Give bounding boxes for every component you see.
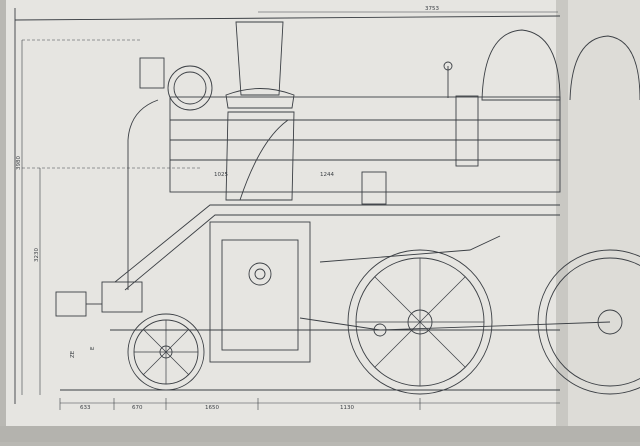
cylinder-block	[209, 221, 311, 363]
exhaust-curve	[239, 119, 289, 201]
pony-wheel-spokes	[134, 320, 198, 384]
headlamp	[139, 57, 165, 89]
dim-label-height-left: 3230	[34, 248, 40, 262]
air-pump	[455, 95, 479, 167]
driving-wheel-2-outer	[537, 249, 640, 395]
dim-label-small-b: E	[90, 346, 96, 350]
running-board	[114, 204, 560, 283]
driving-wheel-1-spokes	[356, 258, 484, 386]
dim-label-overall-height: 3980	[16, 156, 22, 170]
dim-label-base-cylinder: 1650	[205, 405, 219, 411]
pony-wheel-outer	[127, 313, 205, 391]
boiler-body	[169, 96, 561, 193]
dim-label-small-a: ZE	[70, 350, 76, 358]
chimney-base	[225, 88, 295, 109]
running-board-lower	[124, 214, 560, 291]
cylinder-inner	[221, 239, 299, 351]
paper-sheet-left	[6, 0, 564, 442]
driving-wheel-2-rim	[545, 257, 640, 387]
paper-sheet-right	[562, 0, 640, 442]
valve-gear	[319, 235, 501, 263]
dim-label-base-left: 633	[80, 405, 91, 411]
cylinder-port-inner	[254, 268, 266, 280]
paper-bottom-edge	[0, 426, 640, 442]
sand-dome	[361, 171, 387, 205]
chimney	[235, 21, 284, 96]
steam-dome	[481, 29, 561, 101]
front-pipe-curve	[127, 99, 159, 141]
driving-wheel-1-outer	[347, 249, 493, 395]
dim-label-base-second: 670	[132, 405, 143, 411]
smokebox-front	[167, 65, 213, 111]
smokebox-ring	[173, 71, 207, 105]
whistle	[443, 61, 453, 71]
buffer-beam	[101, 281, 143, 313]
cylinder-port	[248, 262, 272, 286]
connecting-rod	[299, 317, 611, 331]
exhaust-pipe	[225, 111, 295, 201]
dim-label-dome: 1244	[320, 172, 334, 178]
dim-label-chimney: 1025	[214, 172, 228, 178]
steam-dome-right	[569, 35, 640, 101]
dim-label-overall-length: 3753	[425, 6, 439, 12]
page-gutter	[556, 0, 568, 442]
border-top	[14, 15, 561, 21]
dim-label-base-wheel: 1130	[340, 405, 354, 411]
